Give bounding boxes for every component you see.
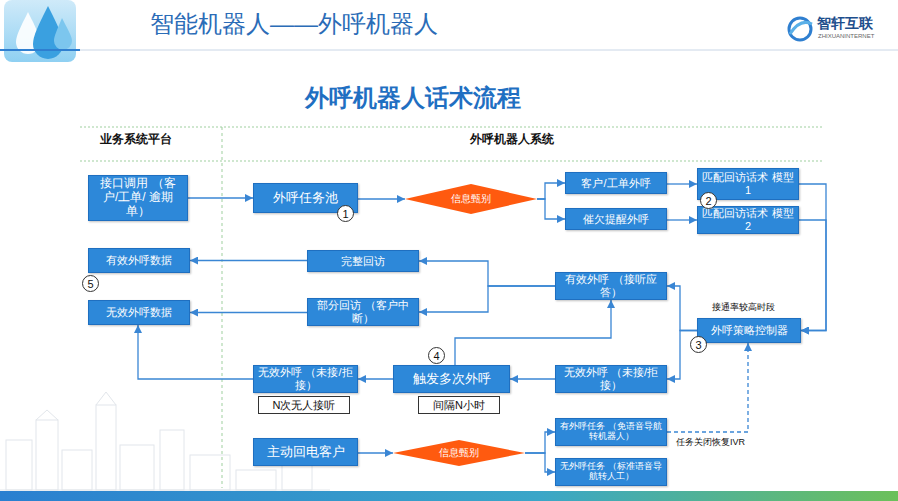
process-box: 触发多次外呼 xyxy=(393,365,510,393)
divider xyxy=(80,127,822,128)
node-text: 无效外呼数据 xyxy=(106,306,172,319)
node-text: 有效外呼数据 xyxy=(106,254,172,267)
connector xyxy=(419,286,555,312)
connector xyxy=(667,183,697,184)
note-box: N次无人接听 xyxy=(258,396,350,414)
divider xyxy=(222,127,223,488)
process-box: 接口调用 （客户/工单/ 逾期单） xyxy=(88,175,188,221)
callout-number: 4 xyxy=(428,347,445,364)
decision-diamond: 信息甄别 xyxy=(393,440,525,466)
node-text: 外呼任务池 xyxy=(273,191,338,206)
callout-number: 5 xyxy=(82,275,99,292)
connector xyxy=(799,184,826,331)
connector xyxy=(799,220,826,331)
note-box: 间隔N小时 xyxy=(418,396,500,414)
process-box: 客户/工单外呼 xyxy=(565,172,667,194)
brand-subtitle: ZHIXUANINTERNET xyxy=(818,33,874,40)
node-text: 触发多次外呼 xyxy=(413,372,491,387)
process-box: 匹配回访话术 模型2 xyxy=(697,206,799,234)
connector xyxy=(138,325,253,379)
process-box: 无外呼任务 （标准语音导航转人工） xyxy=(555,458,667,486)
process-box: 催欠提醒外呼 xyxy=(565,208,667,230)
node-text: 部分回访 （客户中断） xyxy=(312,299,414,324)
decision-diamond: 信息甄别 xyxy=(405,184,537,214)
connector xyxy=(188,197,253,198)
connector xyxy=(667,219,697,220)
column-heading: 外呼机器人系统 xyxy=(470,133,554,147)
node-text: 信息甄别 xyxy=(451,193,491,205)
node-text: 完整回访 xyxy=(341,255,385,268)
connector xyxy=(190,312,307,313)
process-box: 主动回电客户 xyxy=(253,438,358,466)
node-text: 无效外呼 （未接/拒接） xyxy=(258,366,353,391)
connector xyxy=(419,261,555,286)
connector xyxy=(358,452,393,453)
brand-icon xyxy=(789,18,812,40)
connector xyxy=(358,198,405,199)
connector xyxy=(537,183,565,199)
connector xyxy=(537,199,565,219)
connector xyxy=(190,260,307,261)
process-box: 完整回访 xyxy=(307,250,419,272)
brand-name: 智轩互联 xyxy=(817,15,873,31)
node-text: 客户/工单外呼 xyxy=(581,177,650,190)
diagram-title: 外呼机器人话术流程 xyxy=(305,84,521,112)
column-heading: 业务系统平台 xyxy=(100,133,172,147)
header-title: 智能机器人——外呼机器人 xyxy=(150,10,438,38)
node-text: N次无人接听 xyxy=(273,399,336,412)
node-text: 匹配回访话术 模型2 xyxy=(702,207,794,232)
node-text: 无效外呼 （未接/拒接） xyxy=(560,366,662,391)
connector xyxy=(667,286,697,331)
edge-note: 接通率较高时段 xyxy=(712,302,775,312)
node-text: 间隔N小时 xyxy=(433,399,485,412)
callout-number: 3 xyxy=(690,336,707,353)
logo-icon xyxy=(4,0,76,62)
process-box: 无效外呼数据 xyxy=(88,300,190,325)
process-box: 无效外呼 （未接/拒接） xyxy=(555,365,667,393)
process-box: 有效外呼数据 xyxy=(88,248,190,273)
footer-bar xyxy=(0,491,898,501)
connector xyxy=(525,453,555,472)
process-box: 外呼策略控制器 xyxy=(697,318,801,343)
process-box: 无效外呼 （未接/拒接） xyxy=(253,365,358,393)
connector xyxy=(358,378,393,379)
connector xyxy=(510,378,555,379)
node-text: 信息甄别 xyxy=(439,447,479,459)
process-box: 有外呼任务 （免语音导航转机器人） xyxy=(555,418,667,446)
node-text: 有效外呼 （接听应答） xyxy=(560,273,662,298)
node-text: 无外呼任务 （标准语音导航转人工） xyxy=(560,462,662,482)
callout-number: 2 xyxy=(700,192,717,209)
node-text: 催欠提醒外呼 xyxy=(583,213,649,226)
node-text: 接口调用 （客户/工单/ 逾期单） xyxy=(93,177,183,218)
edge-label: 任务关闭恢复IVR xyxy=(676,437,745,447)
node-text: 外呼策略控制器 xyxy=(711,324,788,337)
header-rule xyxy=(0,49,80,51)
callout-number: 1 xyxy=(337,205,354,222)
process-box: 部分回访 （客户中断） xyxy=(307,298,419,326)
header-rule xyxy=(80,50,898,51)
node-text: 有外呼任务 （免语音导航转机器人） xyxy=(560,422,662,442)
node-text: 主动回电客户 xyxy=(267,445,345,460)
connector xyxy=(455,300,611,365)
connector xyxy=(525,432,555,453)
divider xyxy=(80,161,822,162)
node-text: 匹配回访话术 模型1 xyxy=(702,171,794,196)
connector xyxy=(667,343,748,432)
process-box: 有效外呼 （接听应答） xyxy=(555,272,667,300)
